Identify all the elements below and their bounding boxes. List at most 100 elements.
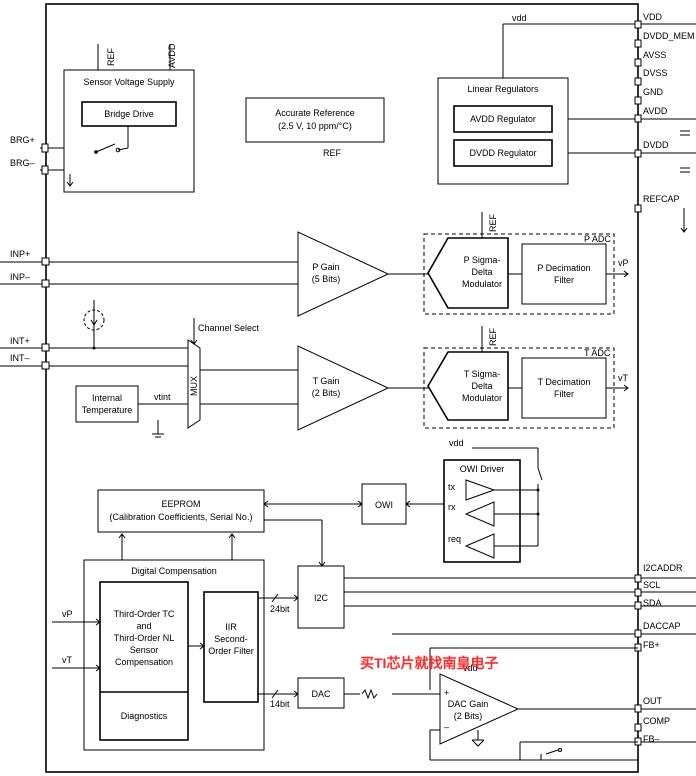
t-mod-line2: Delta xyxy=(471,381,492,391)
pin-inp-minus: INP– xyxy=(10,272,30,282)
pin-avdd: AVDD xyxy=(643,106,668,116)
pin-refcap: REFCAP xyxy=(643,194,680,204)
p-gain-line2: (5 Bits) xyxy=(312,274,341,284)
pin-scl: SCL xyxy=(643,580,661,590)
dc-vp-input: vP xyxy=(62,609,73,619)
bridge-drive-label: Bridge Drive xyxy=(104,109,154,119)
pin-i2caddr: I2CADDR xyxy=(643,563,683,573)
channel-select-label: Channel Select xyxy=(198,323,260,333)
p-dec-line1: P Decimation xyxy=(537,263,590,273)
owi-rx: rx xyxy=(448,502,456,512)
dc-vt-input: vT xyxy=(62,655,73,665)
vtint-label: vtint xyxy=(154,392,171,402)
tc-line2: and xyxy=(136,621,151,631)
accurate-reference: Accurate Reference (2.5 V, 10 ppm/°C) RE… xyxy=(245,97,385,158)
sensor-supply-avdd-label: AVDD xyxy=(167,43,177,68)
dac-gain-amplifier xyxy=(439,673,520,745)
p-mod-line1: P Sigma- xyxy=(464,255,501,265)
avdd-regulator-box xyxy=(453,105,553,133)
resistor-icon xyxy=(361,688,378,700)
t-gain-amplifier xyxy=(297,345,390,431)
dac-gain-line2: (2 Bits) xyxy=(454,711,483,721)
owi-tx: tx xyxy=(448,482,456,492)
ground-arrow-icon xyxy=(66,181,74,187)
t-dec-line2: Filter xyxy=(554,389,574,399)
p-mod-line3: Modulator xyxy=(462,279,502,289)
p-dec-line2: Filter xyxy=(554,275,574,285)
digital-comp-title: Digital Compensation xyxy=(131,566,217,576)
pin-gnd: GND xyxy=(643,87,664,97)
sensor-supply-title: Sensor Voltage Supply xyxy=(83,77,175,87)
internal-temp-box xyxy=(75,385,139,423)
owi-req: req xyxy=(448,534,461,544)
bits-24: 24bit xyxy=(270,604,290,614)
dac-gain-plus: + xyxy=(444,688,449,698)
linear-regulators: Linear Regulators AVDD Regulator DVDD Re… xyxy=(437,13,638,185)
t-adc-ref: REF xyxy=(488,327,498,346)
t-adc-label: T ADC xyxy=(584,348,611,358)
brg-plus-pad xyxy=(41,143,49,153)
p-modulator-box xyxy=(427,237,509,309)
p-adc: P ADC P Gain (5 Bits) P Sigma- Delta Mod… xyxy=(297,212,629,317)
sensor-voltage-supply: Sensor Voltage Supply REF AVDD Bridge Dr… xyxy=(63,43,195,193)
owi-tx-buffer xyxy=(465,479,496,501)
brg-minus-pad xyxy=(41,165,49,175)
tc-line3: Third-Order NL xyxy=(114,633,175,643)
pin-sda: SDA xyxy=(643,598,662,608)
dac-label: DAC xyxy=(311,689,331,699)
bridge-drive-box xyxy=(81,101,177,127)
pin-dvdd: DVDD xyxy=(643,140,669,150)
pin-vdd: VDD xyxy=(643,12,663,22)
p-mod-line2: Delta xyxy=(471,267,492,277)
pin-fbm: FB– xyxy=(643,734,660,744)
right-power-pins: VDD DVDD_MEM AVSS DVSS GND AVDD DVDD REF… xyxy=(634,12,696,233)
mux: MUX Channel Select vtint xyxy=(138,318,298,438)
owi-driver-title: OWI Driver xyxy=(460,464,505,474)
accurate-ref-out: REF xyxy=(323,148,342,158)
pin-daccap: DACCAP xyxy=(643,621,681,631)
sensor-supply-ref-label: REF xyxy=(106,47,116,66)
mux-label: MUX xyxy=(189,376,199,396)
pin-dvdd-mem: DVDD_MEM xyxy=(643,31,695,41)
sensor-supply-box xyxy=(63,69,195,193)
pin-comp: COMP xyxy=(643,716,670,726)
t-gain-line2: (2 Bits) xyxy=(312,388,341,398)
refcap-ground-icon xyxy=(680,227,688,233)
p-gain-amplifier xyxy=(297,231,390,317)
pin-inp-plus: INP+ xyxy=(10,249,30,259)
pin-dvss: DVSS xyxy=(643,68,668,78)
p-adc-label: P ADC xyxy=(584,234,611,244)
t-gain-line1: T Gain xyxy=(313,376,340,386)
t-adc-output: vT xyxy=(618,373,629,383)
dac-vdd: vdd xyxy=(463,663,478,673)
dac-gain-minus: – xyxy=(444,722,449,732)
linear-reg-vdd: vdd xyxy=(512,13,527,23)
owi-vdd: vdd xyxy=(449,438,464,448)
owi-label: OWI xyxy=(375,500,393,510)
p-decimation-box xyxy=(521,243,607,305)
pin-avss: AVSS xyxy=(643,50,666,60)
i2c-label: I2C xyxy=(314,593,329,603)
dvdd-regulator-box xyxy=(453,139,553,167)
dac-box xyxy=(297,677,345,709)
p-gain-line1: P Gain xyxy=(312,262,339,272)
tc-nl-box xyxy=(99,581,189,741)
accurate-ref-line2: (2.5 V, 10 ppm/°C) xyxy=(278,121,352,131)
t-adc: T ADC T Gain (2 Bits) T Sigma- Delta Mod… xyxy=(297,326,629,431)
tc-line4: Sensor xyxy=(130,645,159,655)
diagnostics-label: Diagnostics xyxy=(121,711,168,721)
internal-temp-line2: Temperature xyxy=(82,405,133,415)
pin-brg-minus: BRG– xyxy=(10,158,35,168)
p-adc-output: vP xyxy=(618,258,629,268)
t-modulator-box xyxy=(427,351,509,421)
watermark: 买TI芯片就找南皇电子 xyxy=(360,655,498,671)
internal-temp-line1: Internal xyxy=(92,393,122,403)
eeprom-line2: (Calibration Coefficients, Serial No.) xyxy=(110,512,253,522)
tc-line1: Third-Order TC xyxy=(114,609,175,619)
owi-box xyxy=(361,483,407,525)
t-dec-line1: T Decimation xyxy=(538,377,591,387)
bits-14: 14bit xyxy=(270,699,290,709)
t-mod-line3: Modulator xyxy=(462,393,502,403)
eeprom-box xyxy=(97,489,265,533)
